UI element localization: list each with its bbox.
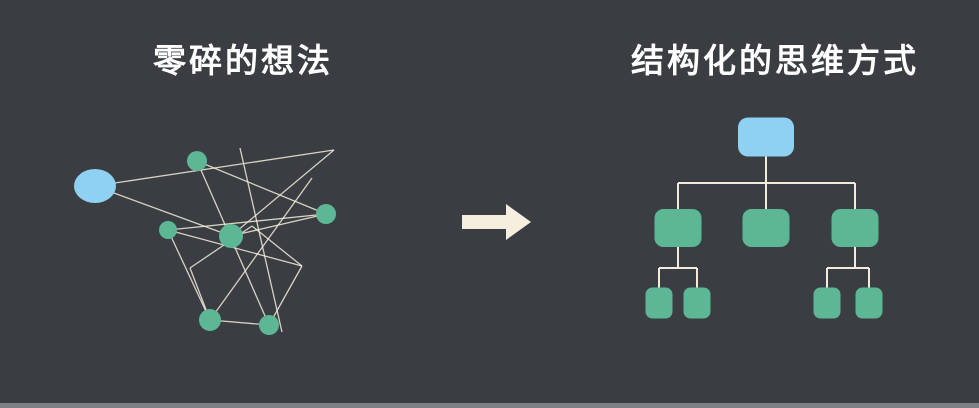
- bottom-edge: [0, 403, 979, 408]
- tree-level3-node: [683, 287, 711, 319]
- tree-level2-node: [831, 209, 879, 247]
- chaos-green-node: [159, 221, 177, 239]
- chaos-green-node: [219, 224, 243, 248]
- chaos-edge: [209, 177, 313, 321]
- chaos-edge: [167, 229, 303, 267]
- chaos-edge: [230, 213, 327, 237]
- chaos-edge: [251, 225, 303, 267]
- tree-level3-node: [813, 287, 841, 319]
- tree-level3-node: [645, 287, 673, 319]
- tree-level2-node: [654, 209, 702, 247]
- tree-root-node: [738, 117, 794, 157]
- tree-level2-node: [742, 209, 790, 247]
- chaos-edge: [94, 185, 232, 237]
- right-title: 结构化的思维方式: [631, 41, 919, 80]
- chaos-edge: [196, 160, 327, 215]
- right-arrow-icon: [462, 204, 531, 240]
- chaos-edge: [268, 265, 303, 326]
- chaos-green-node: [316, 204, 336, 224]
- left-title: 零碎的想法: [153, 41, 333, 80]
- tree-level3-node: [855, 287, 883, 319]
- chaos-edge: [239, 147, 283, 333]
- chaos-edge: [167, 213, 327, 231]
- chaos-green-node: [187, 151, 207, 171]
- chaos-green-node: [259, 315, 279, 335]
- chaos-blue-node: [74, 169, 116, 203]
- chaos-edge: [167, 229, 211, 321]
- chaos-green-node: [199, 309, 221, 331]
